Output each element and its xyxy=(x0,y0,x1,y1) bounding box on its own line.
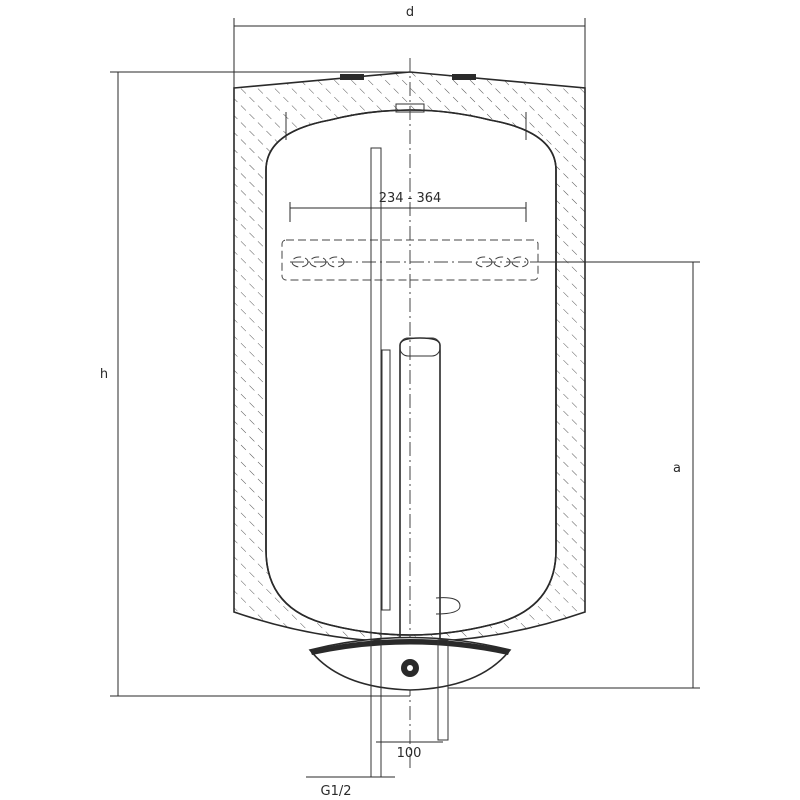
mounting-bracket xyxy=(281,239,539,281)
thermostat-knob-center xyxy=(407,665,413,671)
element-cap xyxy=(399,337,441,357)
bracket-slots-right xyxy=(475,256,529,268)
label-d: d xyxy=(406,5,414,20)
anode-rod xyxy=(381,349,391,611)
bottom-cover-rim xyxy=(310,639,510,655)
bracket-slots-left xyxy=(291,256,345,268)
thermostat-sensor xyxy=(435,597,461,615)
label-thread: G1/2 xyxy=(321,784,352,799)
pipe-right xyxy=(437,639,449,741)
label-pipe-spacing: 100 xyxy=(397,746,422,761)
top-fitting-left xyxy=(340,74,364,80)
label-a: a xyxy=(673,461,681,476)
label-h: h xyxy=(100,367,108,382)
top-fitting-right xyxy=(452,74,476,80)
heating-element xyxy=(399,337,441,641)
cold-water-pipe xyxy=(370,147,382,641)
label-bracket-spacing: 234 - 364 xyxy=(379,191,442,206)
tank-inner-outline xyxy=(265,109,557,636)
